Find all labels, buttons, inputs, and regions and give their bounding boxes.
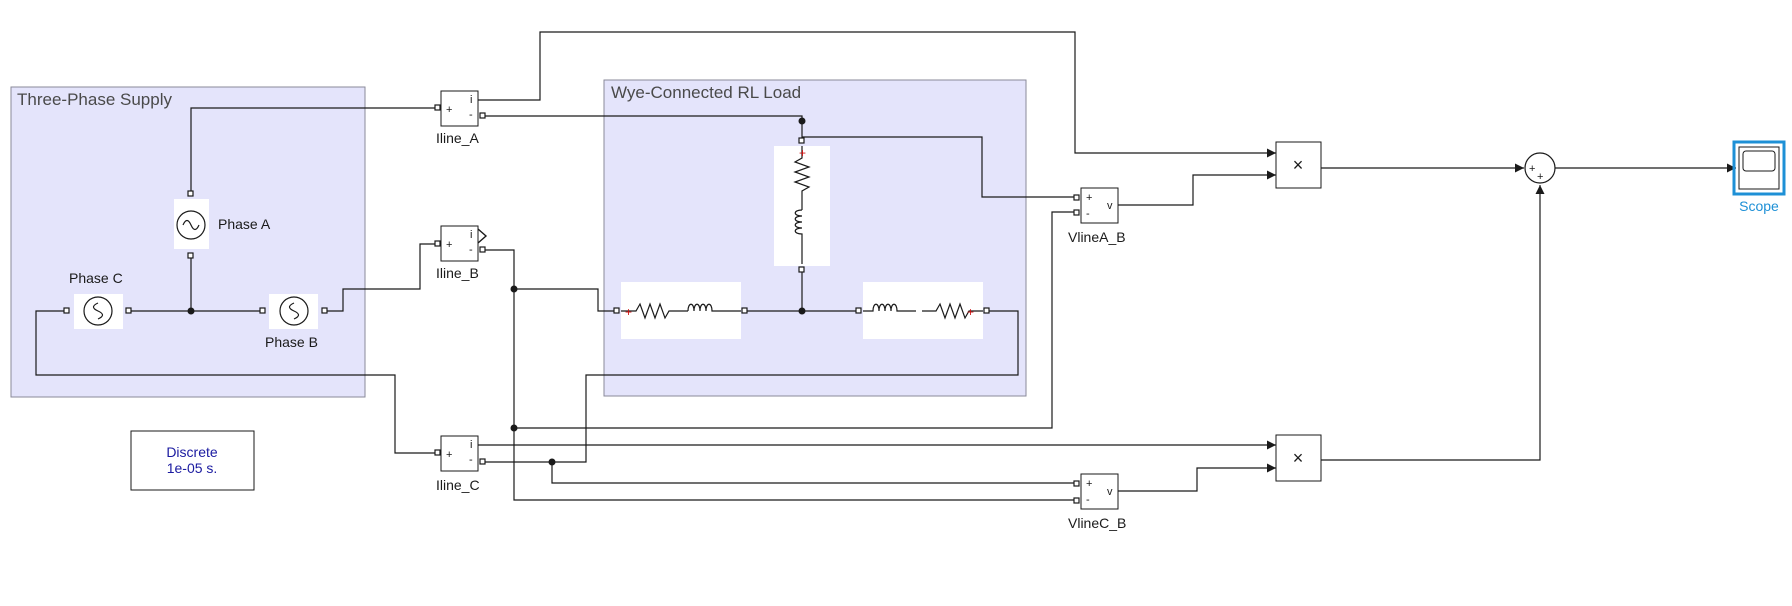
svg-text:+: + (1086, 478, 1092, 490)
scope-label: Scope (1739, 198, 1779, 214)
svg-text:-: - (469, 454, 473, 466)
wire-phaseA-to-IlineA[interactable] (190, 107, 436, 195)
ac-sine-icon (92, 302, 104, 320)
wire-nodeB-to-VlineA-minus[interactable] (514, 211, 1076, 429)
wire-VlineC-to-product2[interactable] (1118, 463, 1276, 492)
svg-text:+: + (967, 305, 974, 319)
svg-text:v: v (1107, 486, 1113, 498)
junction-nodeC (548, 458, 556, 466)
svg-text:+: + (799, 146, 806, 160)
wire-phaseB-to-IlineB[interactable] (325, 243, 436, 312)
junction-nodeA (798, 117, 806, 125)
vline-cb-label: VlineC_B (1068, 515, 1126, 531)
junction-nodeB (510, 285, 518, 293)
junction-load-star (798, 307, 806, 315)
voltage-meter-cb[interactable]: + - v VlineC_B (1068, 473, 1126, 531)
iline-c-label: Iline_C (436, 477, 480, 493)
iline-b-label: Iline_B (436, 265, 479, 281)
unconnected-output-chevron-icon (477, 228, 488, 244)
inductor-icon (863, 303, 916, 312)
ac-sine-icon (288, 302, 300, 320)
svg-text:+: + (1529, 163, 1535, 175)
multiply-icon: × (1293, 155, 1304, 175)
wire-IlineA-i-to-product1[interactable] (478, 31, 1276, 158)
svg-text:+: + (446, 104, 452, 116)
phase-a-label: Phase A (218, 216, 271, 232)
svg-text:v: v (1107, 200, 1113, 212)
powergui-sample-time: 1e-05 s. (167, 460, 218, 476)
svg-text:i: i (470, 439, 472, 451)
product-block-2[interactable]: × (1275, 434, 1322, 482)
iline-a-label: Iline_A (436, 130, 479, 146)
svg-text:-: - (469, 244, 473, 256)
vline-ab-label: VlineA_B (1068, 229, 1126, 245)
svg-text:i: i (470, 94, 472, 106)
wire-IlineA-to-load-A[interactable] (483, 115, 803, 141)
wire-loadC-return[interactable] (483, 310, 1019, 463)
wire-phaseC-to-IlineC[interactable] (35, 310, 436, 454)
phase-b-source[interactable]: Phase B (259, 294, 328, 350)
supply-area-title: Three-Phase Supply (17, 90, 172, 109)
junction-neutral (187, 307, 195, 315)
resistor-icon (621, 302, 688, 320)
junctions (187, 117, 806, 466)
rl-branch-c[interactable]: + (855, 282, 990, 339)
wire-nodeB-to-loadB[interactable] (514, 288, 617, 312)
inductor-icon (687, 303, 741, 312)
svg-text:+: + (1086, 192, 1092, 204)
wire-VlineA-to-product1[interactable] (1118, 170, 1276, 206)
current-meter-a[interactable]: + - i Iline_A (434, 90, 486, 146)
powergui-mode: Discrete (166, 444, 218, 460)
svg-text:+: + (1537, 171, 1543, 183)
resistor-icon (922, 302, 983, 320)
svg-text:-: - (1086, 208, 1090, 220)
wire-nodeC-to-VlineC-plus[interactable] (551, 462, 1076, 484)
current-meter-c[interactable]: + - i Iline_C (434, 435, 486, 493)
resistor-icon (793, 146, 811, 210)
junction-nodeB-lower (510, 424, 518, 432)
svg-text:i: i (470, 229, 472, 241)
load-area-title: Wye-Connected RL Load (611, 83, 801, 102)
phase-c-label: Phase C (69, 270, 123, 286)
wire-nodeA-to-VlineA-plus[interactable] (802, 136, 1076, 198)
wire-product2-to-sum[interactable] (1321, 185, 1545, 461)
wye-load-area: Wye-Connected RL Load (603, 79, 1027, 397)
powergui-block[interactable]: Discrete 1e-05 s. (130, 430, 255, 491)
wire-IlineB-to-load-B[interactable] (483, 249, 1076, 501)
scope-screen-icon (1742, 150, 1776, 172)
current-meter-b[interactable]: + - i Iline_B (434, 225, 488, 281)
sum-block[interactable]: + + (1524, 152, 1556, 184)
product-block-1[interactable]: × (1275, 141, 1322, 189)
svg-text:+: + (446, 449, 452, 461)
rl-branch-b[interactable]: + (613, 282, 748, 339)
phase-b-label: Phase B (265, 334, 318, 350)
voltage-meter-ab[interactable]: + - v VlineA_B (1068, 187, 1126, 245)
phase-a-source[interactable]: Phase A (174, 190, 271, 259)
ac-sine-icon (182, 219, 200, 231)
svg-text:+: + (625, 305, 632, 319)
multiply-icon: × (1293, 448, 1304, 468)
inductor-icon (794, 209, 803, 264)
svg-text:-: - (469, 109, 473, 121)
svg-text:+: + (446, 239, 452, 251)
phase-c-source[interactable]: Phase C (63, 270, 132, 329)
svg-text:-: - (1086, 494, 1090, 506)
rl-branch-a[interactable]: + (774, 137, 830, 273)
scope-block[interactable]: Scope (1732, 140, 1786, 214)
